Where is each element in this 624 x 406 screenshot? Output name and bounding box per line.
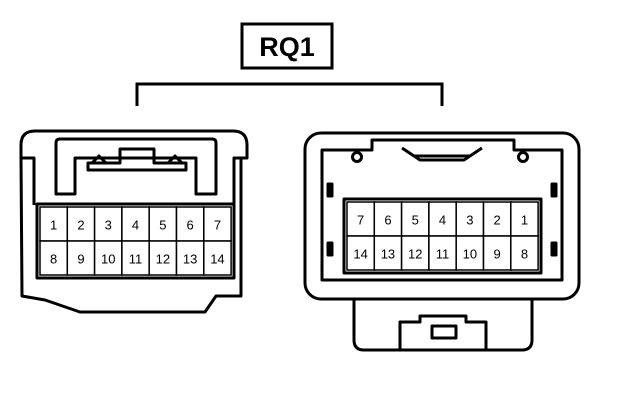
right-connector-pin-label: 8 (521, 247, 528, 262)
left-connector-pin-cell (203, 206, 232, 242)
right-connector-pin-label: 5 (412, 213, 419, 228)
left-connector-pin-label: 3 (105, 218, 112, 233)
right-connector-pin-cell (455, 201, 485, 237)
left-connector-pin-label: 4 (132, 218, 139, 233)
right-connector-pin-cell (373, 201, 403, 237)
right-connector-lock-slot (430, 324, 458, 340)
left-connector-pin-label: 8 (50, 252, 57, 267)
left-connector-pin-label: 12 (156, 252, 170, 267)
right-connector-pin-cell (428, 235, 457, 271)
right-connector-inner-housing (320, 138, 564, 282)
right-connector-rib-left-top (326, 182, 334, 198)
left-connector-pin-label: 1 (50, 218, 57, 233)
right-connector-hole-left (351, 151, 363, 163)
connector-label: RQ1 (259, 32, 315, 62)
left-connector-pin-cell (66, 240, 96, 276)
left-connector-pin-label: 13 (183, 252, 197, 267)
left-connector-pin-cell (121, 206, 150, 242)
right-connector (303, 131, 581, 352)
right-connector-rib-right-bottom (550, 241, 558, 257)
left-connector-pin-label: 6 (187, 218, 194, 233)
right-connector-key (401, 146, 483, 162)
left-connector-pin-label: 10 (101, 252, 115, 267)
left-connector-pin-label: 7 (214, 218, 221, 233)
right-connector-pin-label: 6 (384, 213, 391, 228)
right-connector-pin-label: 2 (494, 213, 501, 228)
left-connector-pin-label: 11 (129, 252, 143, 267)
right-connector-rib-right-top (550, 182, 558, 198)
right-connector-pin-cell (428, 201, 457, 237)
right-connector-pin-label: 3 (466, 213, 473, 228)
connector-label-box: RQ1 (240, 22, 334, 70)
left-connector-pin-label: 5 (159, 218, 166, 233)
left-connector-pin-field (35, 202, 236, 280)
right-connector-hole-right (517, 151, 529, 163)
left-connector-latch-frame (54, 137, 218, 196)
left-connector-latch-tooth-right (166, 154, 184, 165)
right-connector-pins: 7 6 5 4 3 2 1 14 13 12 11 10 9 8 (346, 201, 539, 271)
right-connector-pin-label: 7 (357, 213, 364, 228)
right-connector-pin-cell (346, 235, 376, 271)
left-connector (19, 129, 249, 314)
right-connector-pin-label: 14 (353, 247, 367, 262)
right-connector-rib-left-bottom (326, 241, 334, 257)
right-connector-pin-cell (400, 235, 430, 271)
left-connector-pin-label: 14 (210, 252, 224, 267)
left-connector-outline (19, 129, 249, 314)
right-connector-pin-label: 4 (439, 213, 446, 228)
left-connector-pin-cell (39, 206, 69, 242)
right-connector-lock-housing (352, 299, 534, 352)
right-connector-pin-cell (455, 235, 485, 271)
right-connector-outline (303, 131, 581, 301)
right-connector-pin-cell (400, 201, 430, 237)
left-connector-pin-cell (39, 240, 69, 276)
right-connector-pin-label: 1 (521, 213, 528, 228)
right-connector-pin-cell (510, 235, 539, 271)
left-connector-pin-cell (93, 240, 123, 276)
left-connector-pin-label: 9 (77, 252, 84, 267)
left-connector-pin-label: 2 (77, 218, 84, 233)
right-connector-pin-label: 13 (381, 247, 395, 262)
right-connector-pin-label: 10 (463, 247, 477, 262)
left-connector-latch-tooth-left (90, 154, 108, 165)
right-connector-pin-label: 12 (408, 247, 422, 262)
right-connector-lock-tab (398, 314, 488, 350)
right-connector-pin-field (342, 197, 543, 275)
right-connector-pin-label: 9 (494, 247, 501, 262)
bracket (135, 82, 444, 106)
left-connector-top-ear-right (232, 156, 247, 205)
left-connector-pin-cell (203, 240, 232, 276)
left-connector-pin-cell (121, 240, 150, 276)
right-connector-pin-label: 11 (436, 247, 450, 262)
left-connector-top-ear-left (21, 156, 36, 205)
